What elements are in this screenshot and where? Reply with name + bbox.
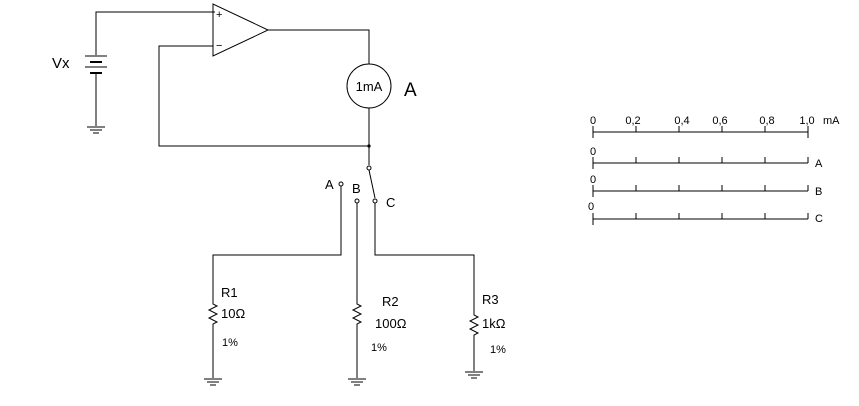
resistor-r1	[207, 300, 219, 378]
r1-name: R1	[221, 285, 238, 300]
meter-label: A	[404, 80, 417, 101]
switch-contact-a[interactable]	[338, 181, 344, 187]
opamp-symbol	[212, 3, 270, 57]
battery-source	[85, 11, 215, 126]
wire-source-to-plus	[95, 11, 215, 55]
resistor-r2	[351, 300, 363, 378]
r3-value: 1kΩ	[482, 316, 506, 331]
switch-label-a: A	[325, 177, 334, 192]
scale-row-c-label: C	[815, 213, 823, 225]
scale-unit: mA	[823, 115, 840, 127]
scale-row-a-zero: 0	[590, 146, 596, 158]
r1-tolerance: 1%	[222, 337, 238, 349]
switch-label-c: C	[386, 195, 395, 210]
resistor-r3	[468, 311, 480, 371]
wire-feedback-loop	[158, 45, 369, 147]
switch-label-b: B	[352, 181, 361, 196]
junction-dot	[367, 144, 371, 148]
scale-row-a-label: A	[815, 158, 823, 170]
wire-opamp-to-meter	[268, 29, 370, 64]
wire-branch-c	[374, 203, 475, 311]
opamp-plus-sign: +	[216, 9, 222, 21]
scale-row-c-zero: 0	[588, 201, 594, 213]
r3-name: R3	[482, 292, 499, 307]
ground-source	[87, 126, 105, 134]
scale-tick-label-5: 1,0	[799, 115, 814, 127]
scale-tick-label-2: 0,4	[674, 115, 689, 127]
scale-tick-label-4: 0,8	[759, 115, 774, 127]
switch-contact-c[interactable]	[372, 198, 378, 204]
meter-value: 1mA	[356, 79, 383, 94]
scale-row-b-zero: 0	[590, 174, 596, 186]
r1-value: 10Ω	[221, 306, 245, 321]
wire-branch-a	[212, 186, 342, 300]
scale-tick-label-0: 0	[590, 115, 596, 127]
scale-tick-label-3: 0,6	[712, 115, 727, 127]
scale-tick-label-1: 0,2	[625, 115, 640, 127]
r2-tolerance: 1%	[371, 342, 387, 354]
ground-r1	[204, 378, 222, 386]
source-label: Vx	[52, 55, 70, 72]
r2-value: 100Ω	[375, 316, 407, 331]
ground-r2	[348, 378, 366, 386]
opamp-minus-sign: −	[216, 40, 222, 52]
scale-row-b-label: B	[815, 186, 822, 198]
meter-scales: 0 0,2 0,4 0,6 0,8 1,0 mA 0 A 0 B	[588, 115, 840, 225]
r2-name: R2	[382, 294, 399, 309]
r3-tolerance: 1%	[490, 344, 506, 356]
ground-r3	[465, 371, 483, 379]
switch-contact-b[interactable]	[354, 198, 360, 204]
switch-pivot	[366, 165, 372, 171]
switch-blade[interactable]	[368, 169, 376, 199]
